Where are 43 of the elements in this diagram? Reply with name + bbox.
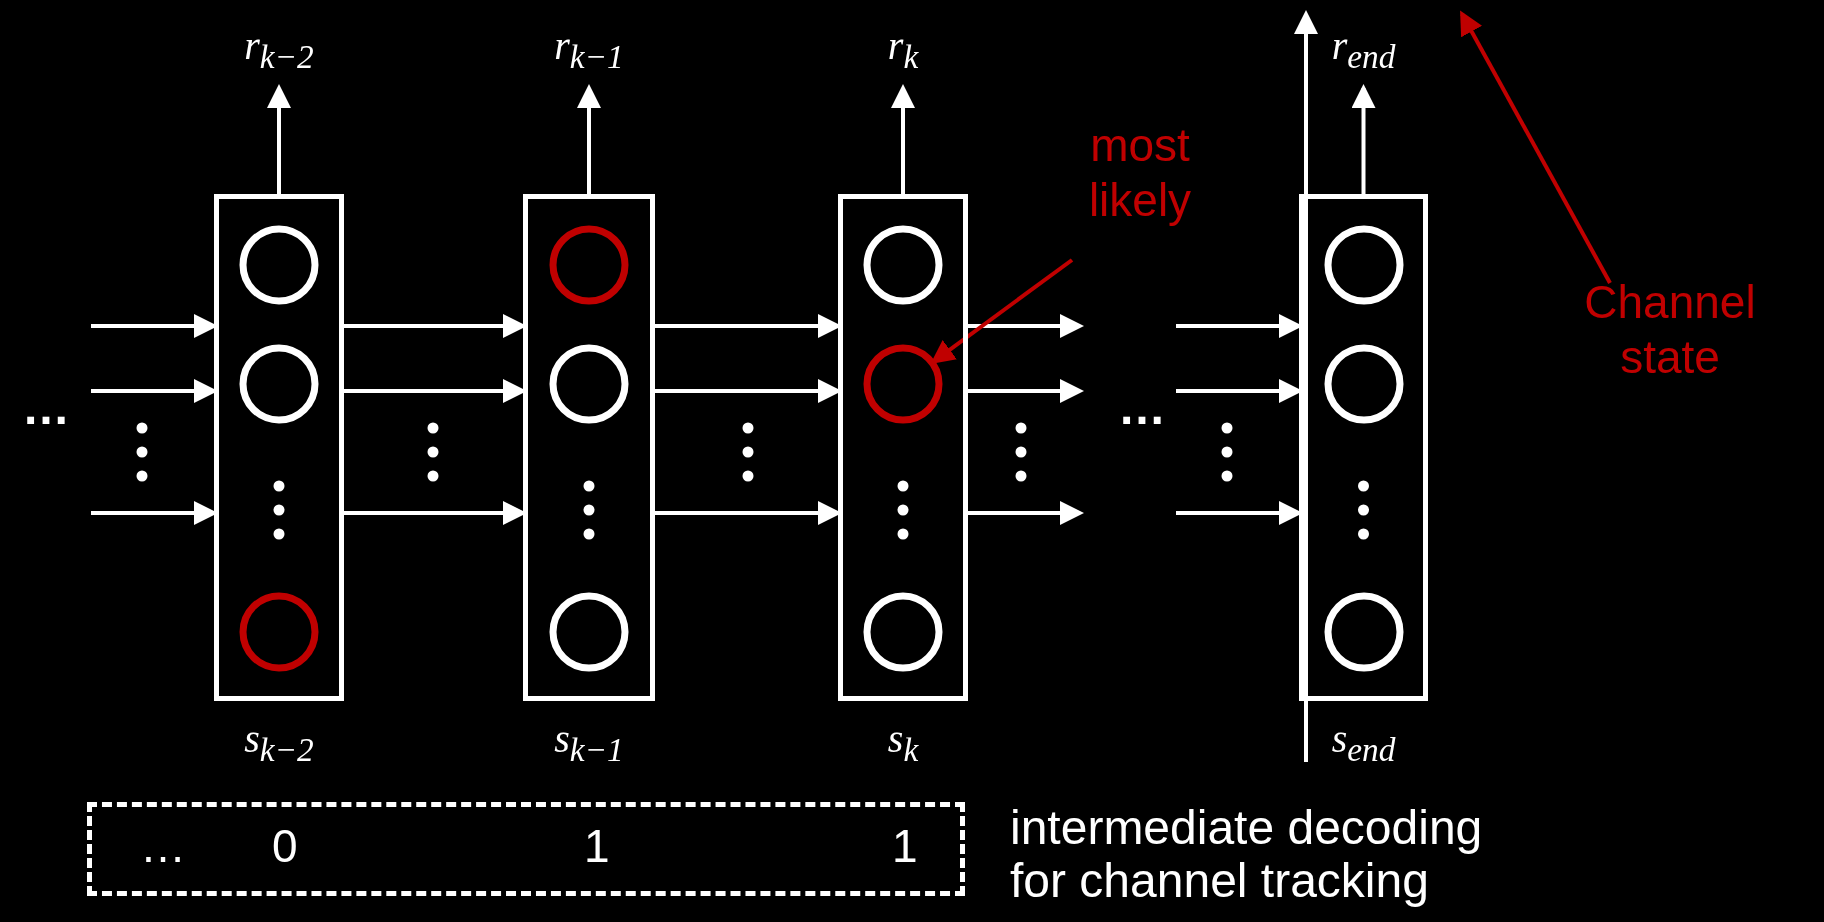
ellipsis-label: …	[22, 380, 70, 435]
state-column-box	[523, 194, 655, 701]
decoded-bit: 1	[584, 819, 610, 873]
dashed-box	[87, 802, 965, 896]
arrow	[968, 501, 1084, 525]
ellipsis-label: …	[1118, 380, 1166, 435]
symbol-label: r$_{end}$	[1308, 26, 1419, 84]
arrow	[968, 314, 1084, 338]
note-text: intermediate decoding for channel tracking	[1010, 802, 1484, 908]
leader-arrow	[1460, 10, 1612, 284]
state-circle	[1323, 592, 1404, 672]
decoded-bit: …	[140, 819, 186, 873]
state-column-box	[1299, 194, 1428, 701]
state-circle	[239, 344, 319, 424]
state-circle	[239, 592, 319, 672]
state-circle	[863, 592, 943, 672]
arrow	[891, 84, 915, 194]
state-circle	[549, 344, 629, 424]
state-circle	[863, 344, 943, 424]
state-column-box	[214, 194, 344, 701]
state-label: s$_{end}$	[1330, 719, 1397, 770]
arrow	[1351, 84, 1376, 194]
state-label: s$_{k−2}$	[243, 719, 315, 770]
arrow	[968, 379, 1084, 403]
arrow	[577, 84, 601, 194]
state-circle	[1323, 225, 1404, 305]
decoded-bit: 0	[272, 819, 298, 873]
annotation-text: most likely	[1060, 118, 1220, 258]
symbol-label: r$_{k−2}$	[224, 26, 334, 84]
state-column-box	[838, 194, 968, 701]
state-circle	[549, 592, 629, 672]
symbol-label: r$_{k−1}$	[534, 26, 644, 84]
decoded-bit: 1	[892, 819, 918, 873]
leader-arrow	[930, 258, 1074, 364]
symbol-label: r$_{k}$	[848, 26, 958, 84]
state-circle	[239, 225, 319, 305]
state-label: s$_{k}$	[886, 719, 920, 770]
state-label: s$_{k−1}$	[553, 719, 625, 770]
state-circle	[549, 225, 629, 305]
annotation-text: Channel state	[1570, 275, 1770, 445]
arrow	[267, 84, 291, 194]
state-circle	[1323, 344, 1404, 424]
state-circle	[863, 225, 943, 305]
